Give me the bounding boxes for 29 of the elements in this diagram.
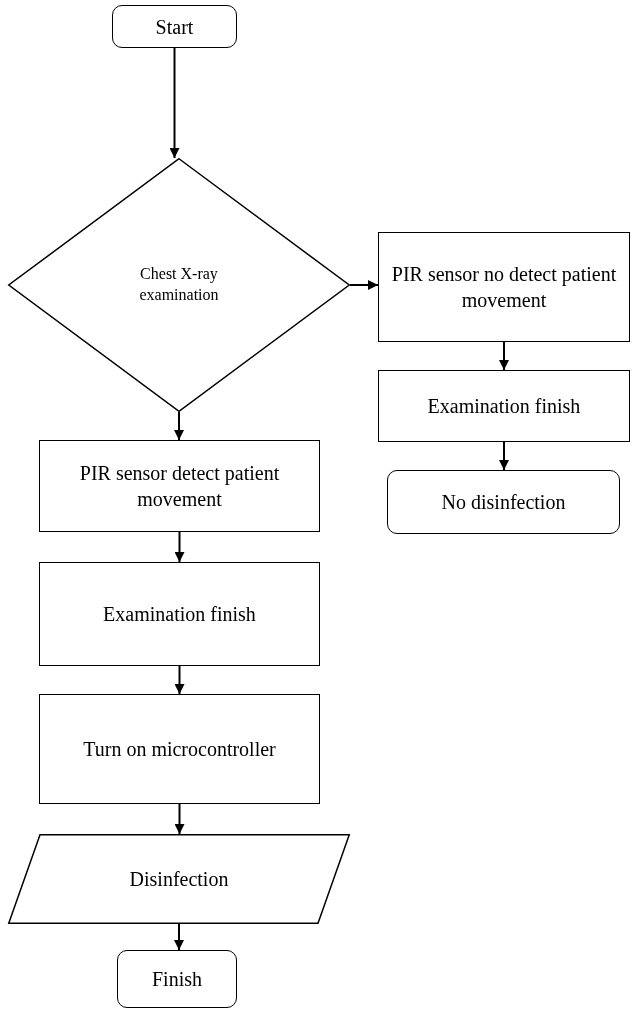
node-label: Start (155, 14, 194, 40)
node-label: No disinfection (441, 490, 566, 515)
node-label: PIR sensor no detect patient movement (390, 262, 618, 313)
node-label: Disinfection (129, 867, 229, 892)
arrow (174, 923, 184, 951)
arrow (499, 441, 509, 471)
arrow (174, 531, 185, 563)
process-box (378, 232, 630, 342)
arrow (169, 47, 180, 159)
arrow (174, 411, 184, 441)
node-label: Turn on microcontroller (83, 737, 276, 762)
node-label: Finish (152, 967, 202, 992)
decision-diamond (8, 158, 350, 412)
arrow (174, 803, 185, 835)
terminal-box (387, 470, 620, 534)
terminal-box (117, 950, 237, 1008)
node-label: Chest X-ray examination (138, 264, 220, 305)
terminal-box (112, 5, 237, 48)
process-box (39, 562, 320, 666)
process-box (39, 694, 320, 804)
process-box (378, 370, 630, 442)
node-label: Examination finish (427, 394, 581, 419)
arrow (349, 280, 379, 290)
data-parallelogram (8, 834, 350, 924)
node-label: Examination finish (103, 602, 256, 627)
node-label: PIR sensor detect patient movement (78, 461, 281, 512)
arrow (499, 341, 509, 371)
arrow (174, 665, 185, 695)
process-box (39, 440, 320, 532)
